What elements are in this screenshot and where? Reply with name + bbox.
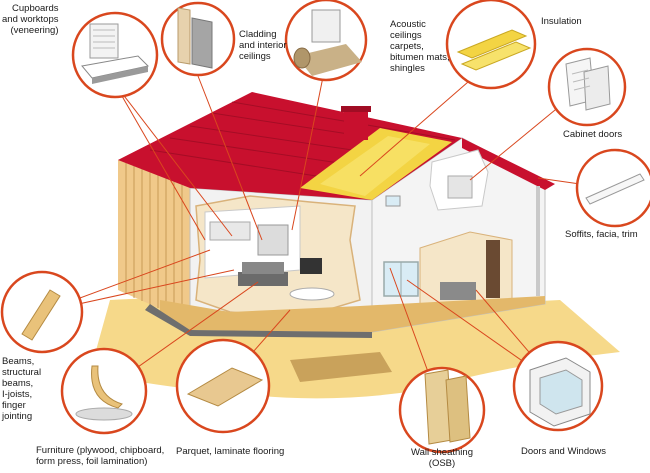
label-cladding: Cladding and interior ceilings (239, 29, 287, 62)
label-beams: Beams, structural beams, I-joists, finge… (2, 356, 42, 422)
label-cupboards: Cupboards and worktops (veneering) (2, 3, 59, 36)
label-furniture: Furniture (plywood, chipboard, form pres… (36, 445, 165, 467)
label-cabinet-doors: Cabinet doors (563, 129, 623, 140)
label-soffits: Soffits, facia, trim (565, 229, 638, 240)
label-acoustic: Acoustic ceilings carpets, bitumen mats,… (390, 19, 450, 74)
label-doors-windows: Doors and Windows (521, 446, 607, 457)
label-parquet: Parquet, laminate flooring (176, 446, 285, 457)
label-insulation: Insulation (541, 16, 582, 27)
label-wall-sheathing: Wall sheathing (OSB) (411, 447, 473, 469)
